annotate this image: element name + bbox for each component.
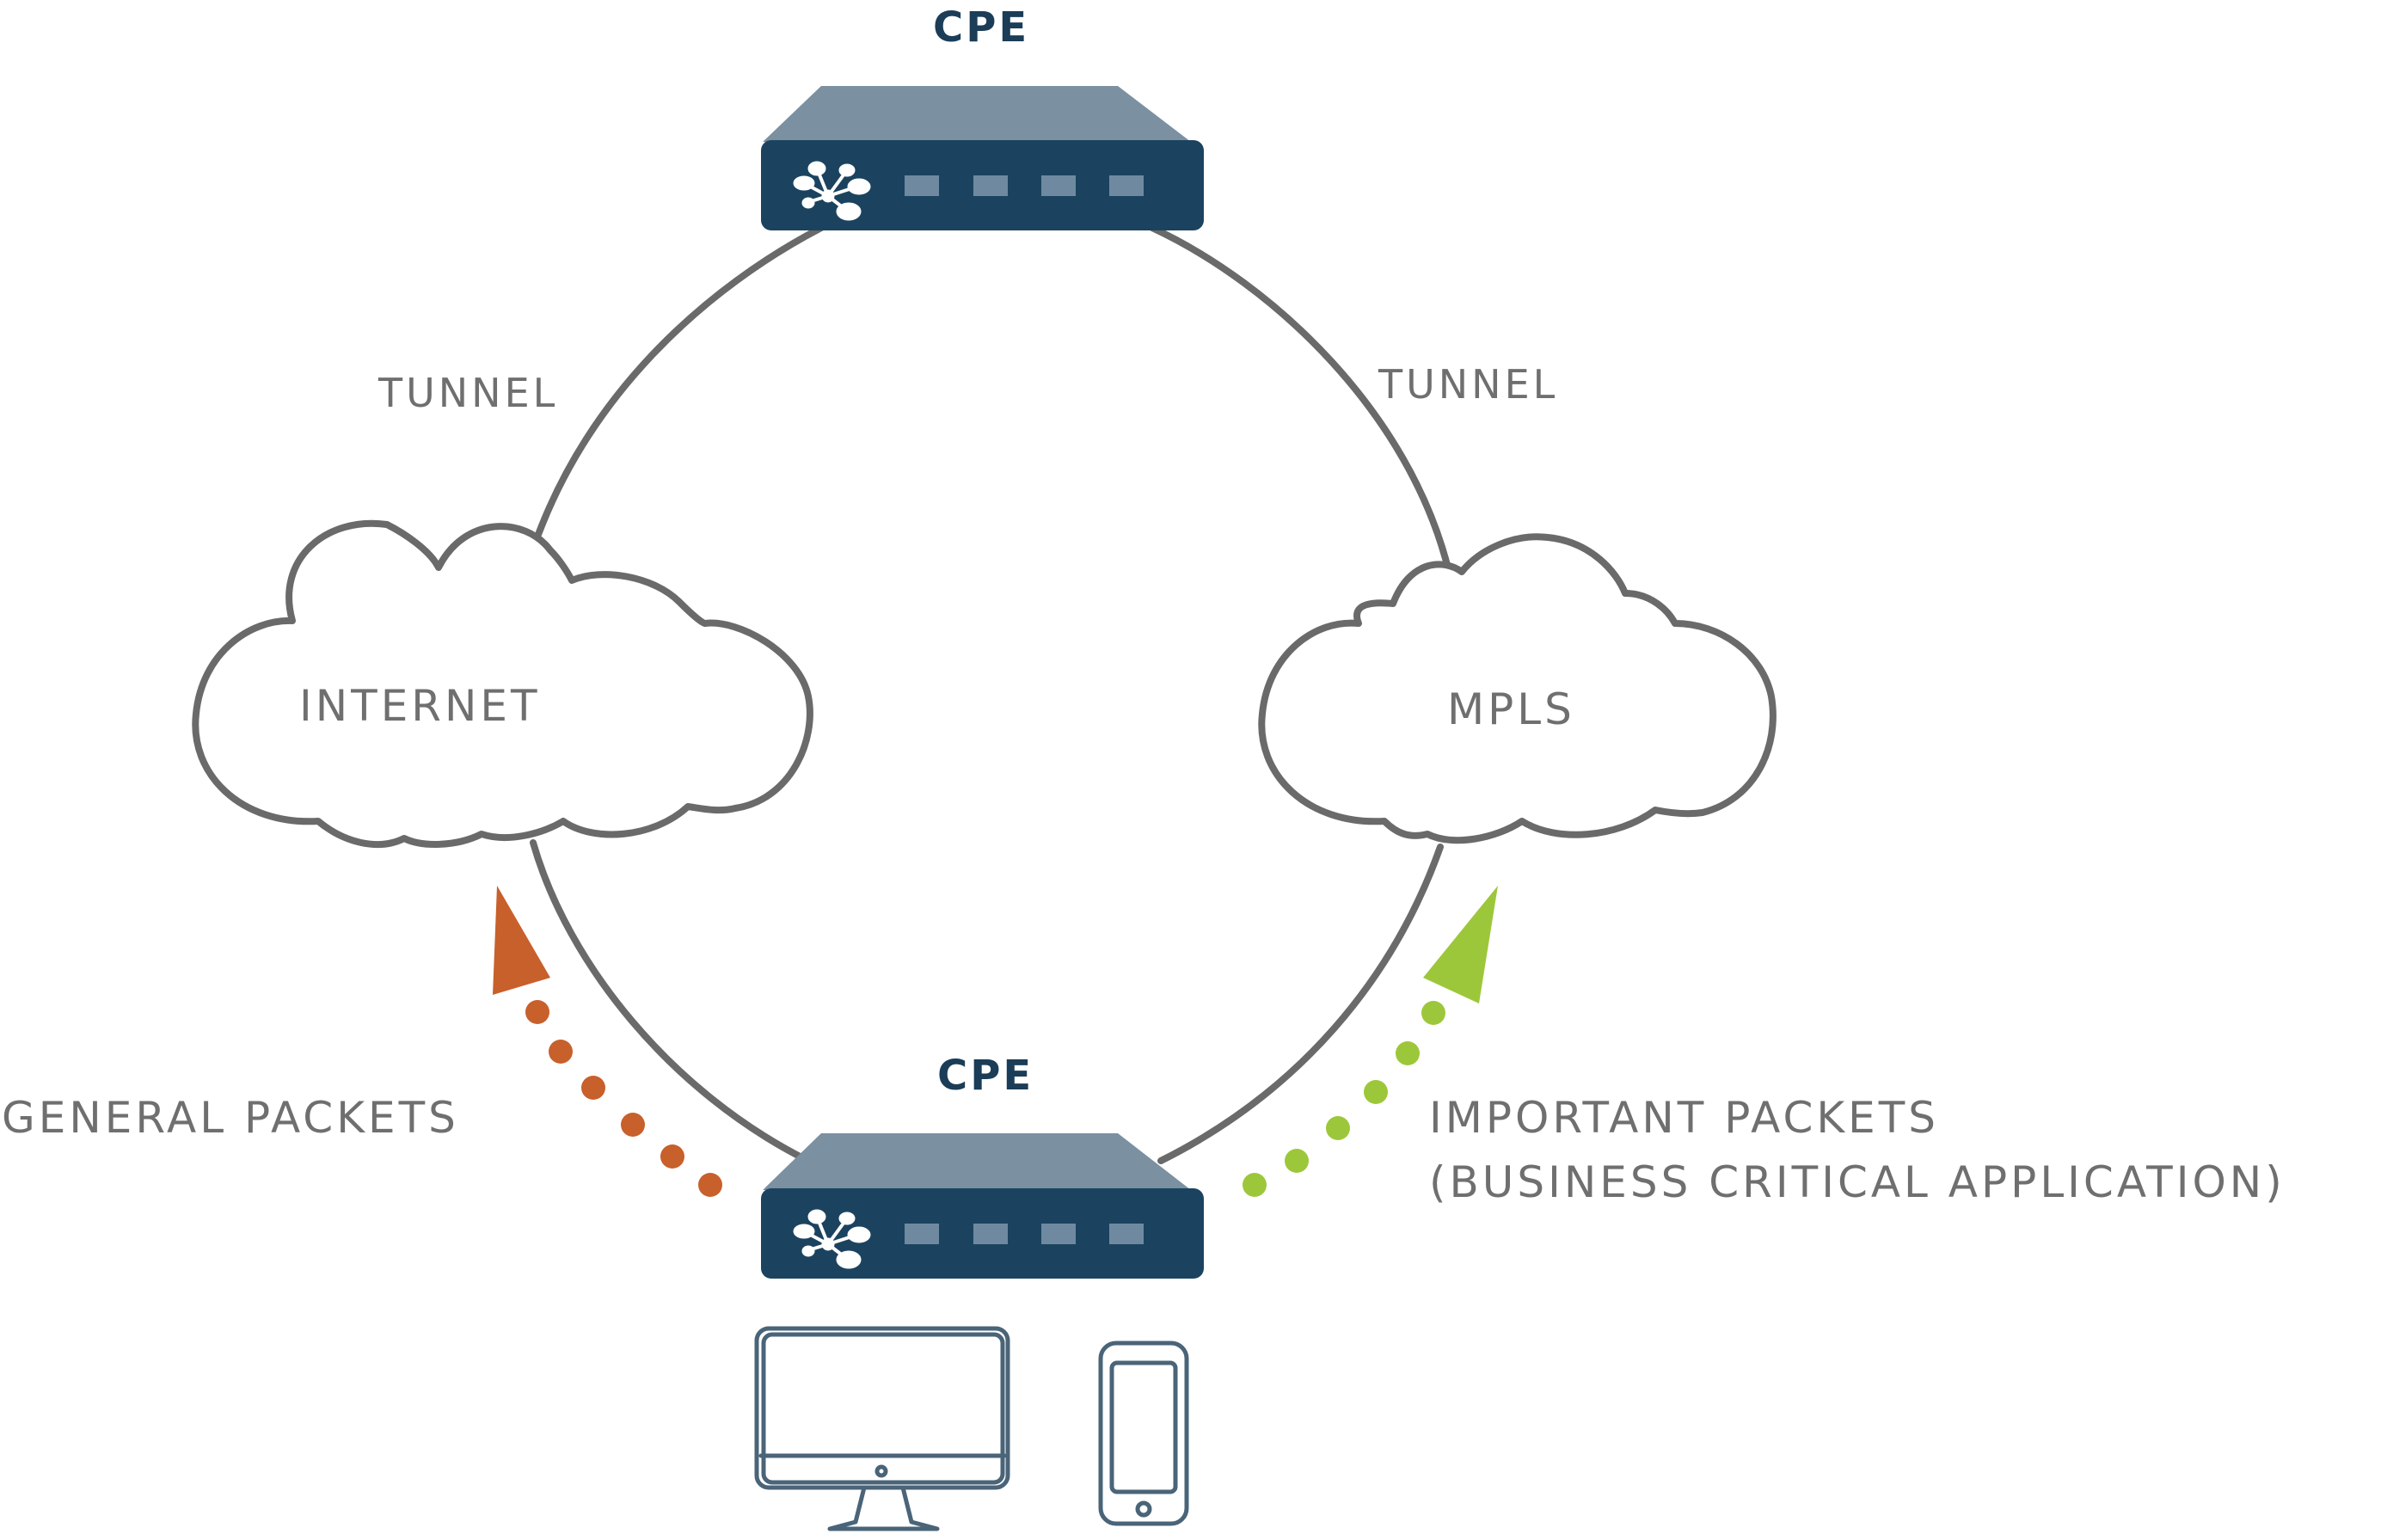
cpe-top-port-4 [1109,175,1144,196]
important-packets-label-line2: (BUSINESS CRITICAL APPLICATION) [1429,1157,2286,1207]
mpls-label: MPLS [1447,684,1575,734]
link-top-cpe-to-mpls [1149,224,1452,575]
cpe-bottom-label: CPE [937,1052,1034,1100]
important-packets-dot [1285,1149,1309,1173]
cpe-top-port-2 [973,175,1008,196]
mobile-phone-icon [1098,1341,1189,1526]
desktop-monitor-icon [754,1326,1010,1531]
cpe-bottom: CPE [761,1052,1204,1279]
cpe-top: CPE [761,3,1204,230]
general-packets-label: GENERAL PACKETS [2,1093,459,1143]
cpe-top-port-1 [905,175,939,196]
general-packets-dot [660,1144,684,1169]
internet-label: INTERNET [299,681,541,731]
link-mpls-to-bottom-cpe [1157,844,1444,1164]
cpe-top-label: CPE [933,3,1029,52]
general-packets-dot [581,1076,605,1100]
cpe-top-lid [763,86,1191,142]
important-packets-dot [1421,1001,1445,1025]
general-packets-dot [525,1000,549,1024]
mpls-cloud: MPLS [1258,533,1777,844]
general-packets-dot [549,1040,573,1064]
link-internet-to-bottom-cpe [530,839,812,1164]
cpe-bottom-port-1 [905,1224,939,1244]
network-node-icon [793,161,871,221]
tunnel-label-left: TUNNEL [377,370,558,416]
important-packets-label-line1: IMPORTANT PACKETS [1429,1093,1939,1143]
tunnel-label-right: TUNNEL [1378,361,1558,408]
cpe-bottom-port-3 [1041,1224,1076,1244]
general-packets-dot [698,1173,722,1197]
cpe-bottom-port-4 [1109,1224,1144,1244]
internet-cloud: INTERNET [192,519,813,848]
important-packets-dot [1326,1116,1350,1140]
network-node-icon [793,1209,871,1269]
general-packets-arrowhead [493,886,550,995]
general-packets-flow [493,886,722,1197]
important-packets-dot [1396,1041,1420,1065]
cpe-bottom-lid [763,1133,1191,1190]
cpe-top-port-3 [1041,175,1076,196]
important-packets-dot [1364,1080,1388,1104]
important-packets-arrowhead [1423,886,1498,1003]
link-top-cpe-to-internet [521,224,825,580]
important-packets-flow [1243,886,1498,1197]
general-packets-dot [621,1113,645,1137]
important-packets-dot [1243,1173,1267,1197]
cpe-bottom-port-2 [973,1224,1008,1244]
